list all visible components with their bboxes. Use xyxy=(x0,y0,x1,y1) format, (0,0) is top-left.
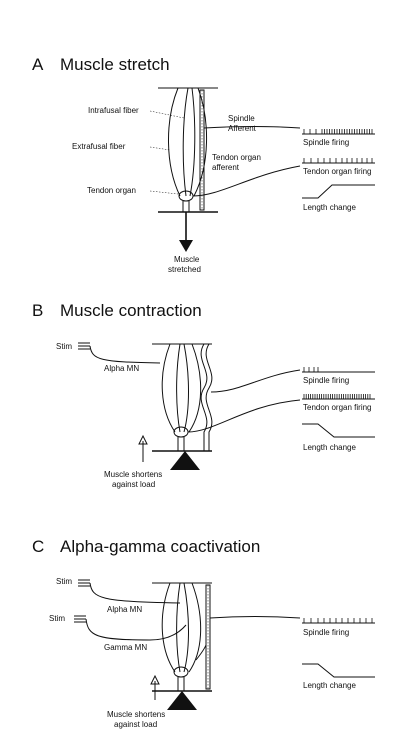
load-weight xyxy=(170,451,200,470)
panel-a: A Muscle stretch Intrafusal fiber Extraf… xyxy=(32,55,375,274)
spindle-firing-trace-b xyxy=(302,367,375,373)
panel-c-title: Alpha-gamma coactivation xyxy=(60,537,260,556)
intrafusal-fiber-right xyxy=(183,582,189,673)
alpha-mn-axon xyxy=(89,345,161,364)
tendon-organ-shape xyxy=(173,426,189,438)
length-change-trace-b xyxy=(302,423,375,438)
spike-train xyxy=(303,158,373,163)
muscle-diagram-b xyxy=(152,343,301,470)
spindle-firing-trace-a xyxy=(302,129,375,135)
alpha-mn-label: Alpha MN xyxy=(107,605,142,614)
panel-c-letter: C xyxy=(32,537,44,556)
spindle-afferent-label-line1: Spindle xyxy=(228,114,255,123)
tendon-organ-label: Tendon organ xyxy=(87,186,136,195)
spindle-firing-label: Spindle firing xyxy=(303,138,349,147)
wavy-afferent-left xyxy=(200,343,208,451)
panel-c: C Alpha-gamma coactivation xyxy=(32,537,375,729)
stim-electrode-gamma xyxy=(74,615,187,641)
alpha-mn-axon xyxy=(89,582,181,604)
extrafusal-fiber-left xyxy=(161,582,176,673)
shortens-label-line2: against load xyxy=(114,720,157,729)
tendon-organ-firing-label: Tendon organ firing xyxy=(303,167,372,176)
load-weight xyxy=(167,691,197,710)
intrafusal-fiber-left xyxy=(176,343,181,433)
length-change-trace-a xyxy=(302,184,375,199)
intrafusal-fiber-right xyxy=(183,343,189,433)
spindle-firing-label: Spindle firing xyxy=(303,376,349,385)
intrafusal-fiber-label: Intrafusal fiber xyxy=(88,106,139,115)
intrafusal-fiber-right xyxy=(189,87,196,197)
stim-alpha-label: Stim xyxy=(56,577,72,586)
spindle-afferent-line xyxy=(203,126,301,129)
tendon-afferent-label-line2: afferent xyxy=(212,163,240,172)
extrafusal-fiber-left xyxy=(168,87,181,197)
intrafusal-fiber-left xyxy=(182,87,189,197)
spike-train xyxy=(303,618,373,623)
shorten-arrow-head xyxy=(138,434,148,445)
muscle-diagram-a xyxy=(158,87,301,252)
tendon-organ-shape xyxy=(173,666,189,678)
stim-label: Stim xyxy=(56,342,72,351)
extrafusal-fiber-right xyxy=(188,343,202,433)
tendon-afferent-line xyxy=(187,399,301,433)
shortens-label-line2: against load xyxy=(112,480,155,489)
panel-b-letter: B xyxy=(32,301,43,320)
panel-b: B Muscle contraction Stim Alpha MN xyxy=(32,301,375,489)
extrafusal-fiber-right xyxy=(193,87,208,197)
muscle-stretched-label-line1: Muscle xyxy=(174,255,200,264)
panel-a-letter: A xyxy=(32,55,44,74)
spike-train xyxy=(303,129,373,134)
stim-electrode-b xyxy=(78,342,161,364)
extrafusal-fiber-label: Extrafusal fiber xyxy=(72,142,126,151)
tendon-afferent-label-line1: Tendon organ xyxy=(212,153,261,162)
length-change-label: Length change xyxy=(303,203,356,212)
muscle-stretched-label-line2: stretched xyxy=(168,265,201,274)
alpha-mn-label: Alpha MN xyxy=(104,364,139,373)
stim-electrode-alpha xyxy=(78,579,181,604)
spike-train xyxy=(303,367,319,372)
spindle-firing-trace-c xyxy=(302,618,375,624)
spindle-afferent-line xyxy=(209,616,301,619)
spindle-afferent-label-line2: Afferent xyxy=(228,124,257,133)
wavy-afferent-right xyxy=(205,343,213,451)
length-change-trace-c xyxy=(302,663,375,678)
panel-a-title: Muscle stretch xyxy=(60,55,170,74)
spindle-afferent-line xyxy=(210,369,301,393)
shorten-arrow-head xyxy=(150,674,160,685)
stretch-arrow-head xyxy=(179,240,193,252)
gamma-mn-label: Gamma MN xyxy=(104,643,147,652)
shortens-label-line1: Muscle shortens xyxy=(104,470,162,479)
length-change-label: Length change xyxy=(303,443,356,452)
spike-train xyxy=(303,394,371,399)
muscle-diagram-c xyxy=(152,582,301,710)
spindle-firing-label: Spindle firing xyxy=(303,628,349,637)
tendon-firing-trace-a xyxy=(302,158,375,164)
extrafusal-fiber-left xyxy=(161,343,176,433)
intrafusal-fiber-left xyxy=(176,582,181,673)
gamma-mn-axon xyxy=(85,618,187,641)
length-change-label: Length change xyxy=(303,681,356,690)
tendon-afferent-line xyxy=(192,165,301,197)
stim-gamma-label: Stim xyxy=(49,614,65,623)
tendon-firing-trace-b xyxy=(302,394,375,400)
panel-b-title: Muscle contraction xyxy=(60,301,202,320)
extrafusal-fiber-right xyxy=(188,582,202,673)
tendon-organ-firing-label: Tendon organ firing xyxy=(303,403,372,412)
shortens-label-line1: Muscle shortens xyxy=(107,710,165,719)
